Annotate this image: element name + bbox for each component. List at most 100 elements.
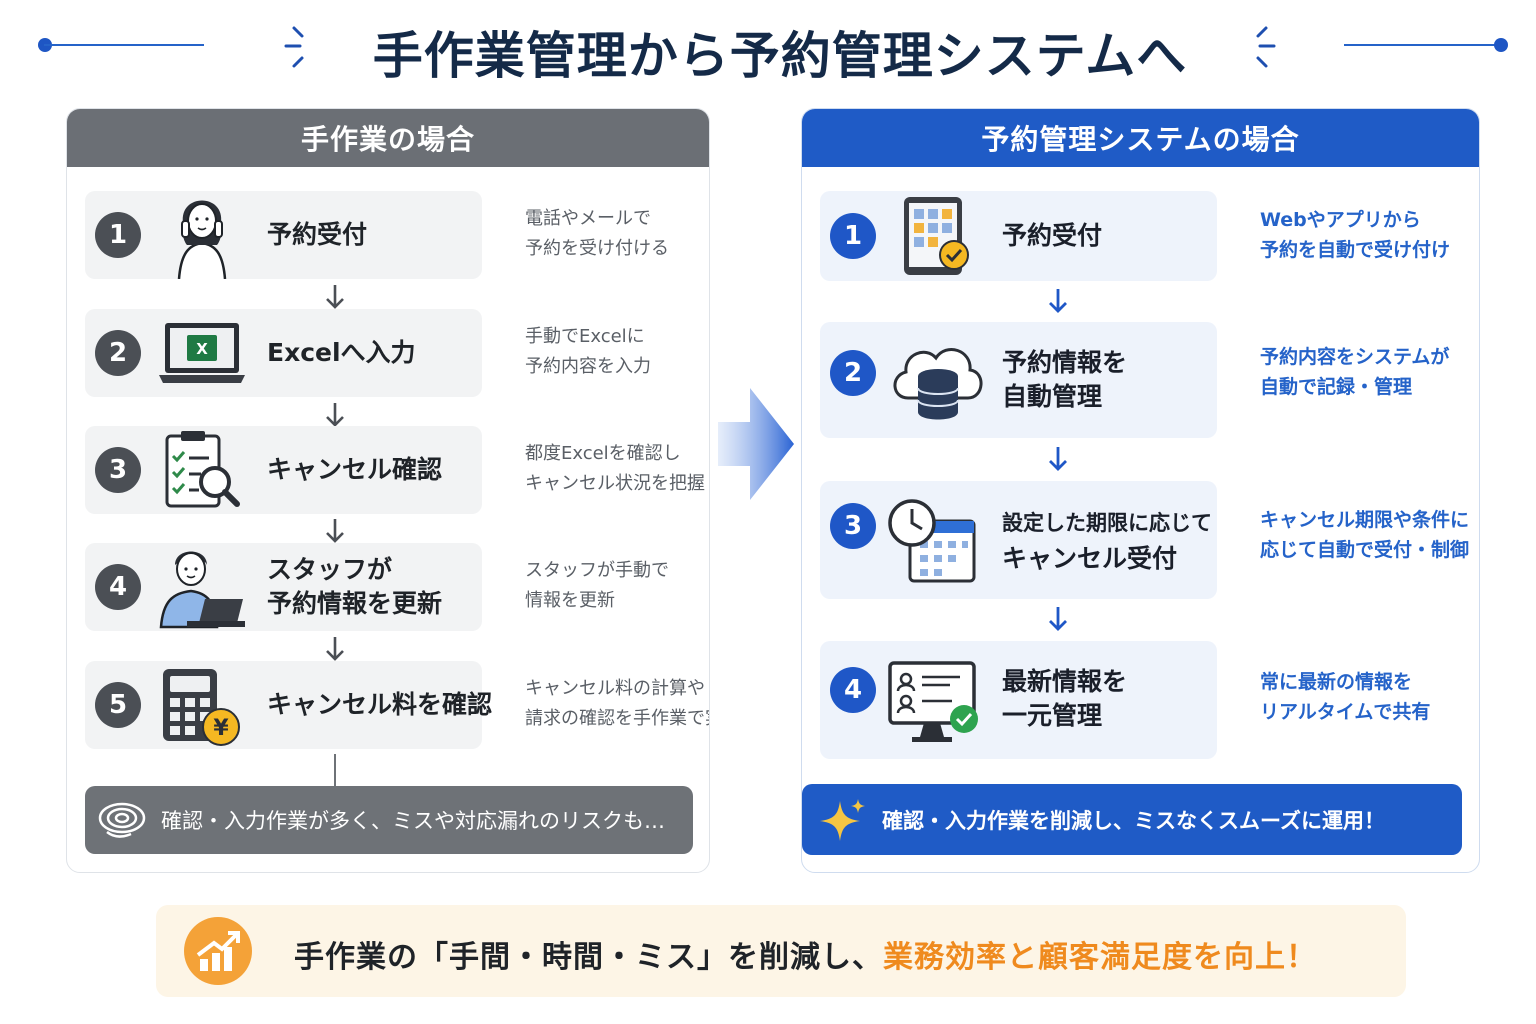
step-label-line: 設定した期限に応じて bbox=[1002, 511, 1212, 535]
step-desc: 電話やメールで 予約を受け付ける bbox=[525, 204, 669, 264]
manual-panel: 手作業の場合 1 予約受付 電話やメールで 予約を受け付ける bbox=[66, 108, 710, 873]
step-label-line: 予約情報を更新 bbox=[267, 589, 443, 618]
system-step-2: 2 予約情報を 自動管理 予約内容をシステムが 自動で記録・管理 bbox=[820, 322, 1449, 438]
system-step-3: 3 設定した期限に応じて キャンセル受付 bbox=[820, 481, 1469, 599]
title-deco-line-right bbox=[1344, 44, 1500, 46]
step-desc-line: 手動でExcelに bbox=[525, 326, 645, 347]
spark-left-icon bbox=[284, 26, 304, 68]
step-desc-line: 電話やメールで bbox=[525, 208, 651, 229]
step-desc-line: Webやアプリから bbox=[1260, 209, 1421, 231]
connector-line bbox=[334, 754, 336, 786]
step-desc: キャンセル期限や条件に 応じて自動で受付・制御 bbox=[1260, 505, 1469, 565]
step-label-line: 一元管理 bbox=[1002, 701, 1103, 730]
transition-arrow-icon bbox=[718, 388, 794, 500]
step-label: 予約受付 bbox=[267, 220, 368, 249]
step-desc-line: キャンセル状況を把握 bbox=[525, 473, 705, 494]
step-number: 4 bbox=[830, 667, 876, 713]
step-number: 1 bbox=[95, 212, 141, 258]
step-label-line: 予約情報を bbox=[1002, 348, 1128, 377]
step-desc-line: リアルタイムで共有 bbox=[1260, 701, 1431, 723]
step-desc-line: 都度Excelを確認し bbox=[525, 443, 681, 464]
step-desc: キャンセル料の計算や 請求の確認を手作業で実施 bbox=[525, 674, 709, 734]
tablet-check-icon bbox=[896, 195, 986, 279]
step-desc-line: 予約を受け付ける bbox=[525, 238, 669, 259]
step-desc: スタッフが手動で 情報を更新 bbox=[525, 556, 669, 616]
down-arrow-icon bbox=[326, 285, 344, 309]
step-label: Excelへ入力 bbox=[267, 338, 416, 367]
step-desc: 手動でExcelに 予約内容を入力 bbox=[525, 322, 651, 382]
cloud-database-icon bbox=[888, 336, 986, 422]
step-desc-line: 予約内容を入力 bbox=[525, 356, 651, 377]
manual-risk-note-text: 確認・入力作業が多く、ミスや対応漏れのリスクも… bbox=[161, 809, 665, 833]
step-label: 最新情報を 一元管理 bbox=[1002, 665, 1127, 733]
step-desc: 常に最新の情報を リアルタイムで共有 bbox=[1260, 667, 1430, 727]
title-deco-line-left bbox=[44, 44, 204, 46]
summary-text-accent: 業務効率と顧客満足度を向上！ bbox=[883, 940, 1317, 975]
step-label: キャンセル料を確認 bbox=[267, 690, 493, 719]
manual-step-3: 3 キャンセル確認 都度Excelを確認し キャンセル状況を把握 bbox=[85, 426, 705, 514]
step-desc-line: 常に最新の情報を bbox=[1260, 671, 1413, 693]
step-label: 予約情報を 自動管理 bbox=[1002, 346, 1127, 414]
manual-step-4: 4 スタッフが 予約情報を更新 スタッフが手動で 情報を更新 bbox=[85, 543, 669, 631]
step-number: 2 bbox=[830, 350, 876, 396]
step-number: 4 bbox=[95, 564, 141, 610]
system-benefit-note-text: 確認・入力作業を削減し、ミスなくスムーズに運用！ bbox=[882, 808, 1385, 833]
step-label: 予約受付 bbox=[1002, 221, 1103, 250]
step-desc-line: 応じて自動で受付・制御 bbox=[1260, 539, 1470, 561]
down-arrow-icon bbox=[326, 519, 344, 543]
down-arrow-icon bbox=[326, 637, 344, 661]
monitor-users-check-icon bbox=[886, 659, 982, 745]
step-label-line: スタッフが bbox=[267, 555, 393, 584]
svg-text:¥: ¥ bbox=[213, 716, 229, 741]
system-benefit-note: 確認・入力作業を削減し、ミスなくスムーズに運用！ bbox=[802, 784, 1462, 855]
down-arrow-icon bbox=[1049, 607, 1067, 631]
system-step-1: 1 予約受付 Webやアプリから 予約を自動で受け付け bbox=[820, 191, 1450, 281]
step-label-line: 最新情報を bbox=[1002, 667, 1128, 696]
step-label: スタッフが 予約情報を更新 bbox=[267, 553, 442, 621]
step-desc-line: 請求の確認を手作業で実施 bbox=[525, 708, 709, 729]
step-label-line: 自動管理 bbox=[1002, 382, 1103, 411]
step-label-line: キャンセル受付 bbox=[1002, 544, 1178, 573]
down-arrow-icon bbox=[1049, 289, 1067, 313]
step-desc-line: キャンセル料の計算や bbox=[525, 678, 705, 699]
down-arrow-icon bbox=[326, 403, 344, 427]
step-desc: 予約内容をシステムが 自動で記録・管理 bbox=[1260, 342, 1449, 402]
manual-step-2: 2 X Excelへ入力 手動でExcelに 予約内容を入力 bbox=[85, 309, 651, 397]
step-desc-line: 自動で記録・管理 bbox=[1260, 376, 1413, 398]
person-phone-icon bbox=[157, 183, 247, 280]
laptop-excel-icon: X bbox=[157, 313, 247, 393]
staff-laptop-icon bbox=[157, 543, 247, 629]
step-desc: 都度Excelを確認し キャンセル状況を把握 bbox=[525, 439, 705, 499]
calculator-yen-icon: ¥ bbox=[157, 665, 247, 749]
manual-step-5: 5 ¥ キャンセル料を確認 キャンセル料の計算や 請求の確認を手作業で bbox=[85, 661, 709, 749]
step-desc-line: 情報を更新 bbox=[525, 590, 615, 611]
step-number: 3 bbox=[830, 503, 876, 549]
step-desc: Webやアプリから 予約を自動で受け付け bbox=[1260, 205, 1450, 265]
manual-step-1: 1 予約受付 電話やメールで 予約を受け付ける bbox=[85, 191, 669, 280]
sparkle-icon bbox=[820, 798, 865, 841]
spark-right-icon bbox=[1256, 26, 1276, 68]
page-title: 手作業管理から予約管理システムへ bbox=[372, 27, 1188, 85]
step-desc-line: スタッフが手動で bbox=[525, 560, 669, 581]
system-panel: 予約管理システムの場合 1 予約受付 Webやアプ bbox=[801, 108, 1480, 873]
title-deco-dot-right bbox=[1494, 38, 1508, 52]
confusion-swirl-icon bbox=[98, 802, 146, 838]
system-step-4: 4 最新情報を 一元管理 bbox=[820, 641, 1430, 759]
manual-panel-header: 手作業の場合 bbox=[67, 109, 709, 167]
summary-text-main: 手作業の「手間・時間・ミス」を削減し、 bbox=[294, 940, 883, 975]
system-panel-header: 予約管理システムの場合 bbox=[802, 109, 1479, 167]
step-label: 設定した期限に応じて キャンセル受付 bbox=[1002, 505, 1212, 577]
clipboard-search-icon bbox=[157, 428, 247, 512]
svg-text:X: X bbox=[196, 340, 208, 358]
step-number: 5 bbox=[95, 682, 141, 728]
step-number: 3 bbox=[95, 447, 141, 493]
step-desc-line: 予約を自動で受け付け bbox=[1260, 239, 1451, 261]
step-label: キャンセル確認 bbox=[267, 455, 443, 484]
step-desc-line: キャンセル期限や条件に bbox=[1260, 509, 1470, 531]
step-number: 2 bbox=[95, 330, 141, 376]
manual-risk-note: 確認・入力作業が多く、ミスや対応漏れのリスクも… bbox=[85, 786, 693, 854]
down-arrow-icon bbox=[1049, 447, 1067, 471]
growth-chart-icon bbox=[184, 917, 252, 985]
clock-calendar-icon bbox=[886, 495, 984, 585]
